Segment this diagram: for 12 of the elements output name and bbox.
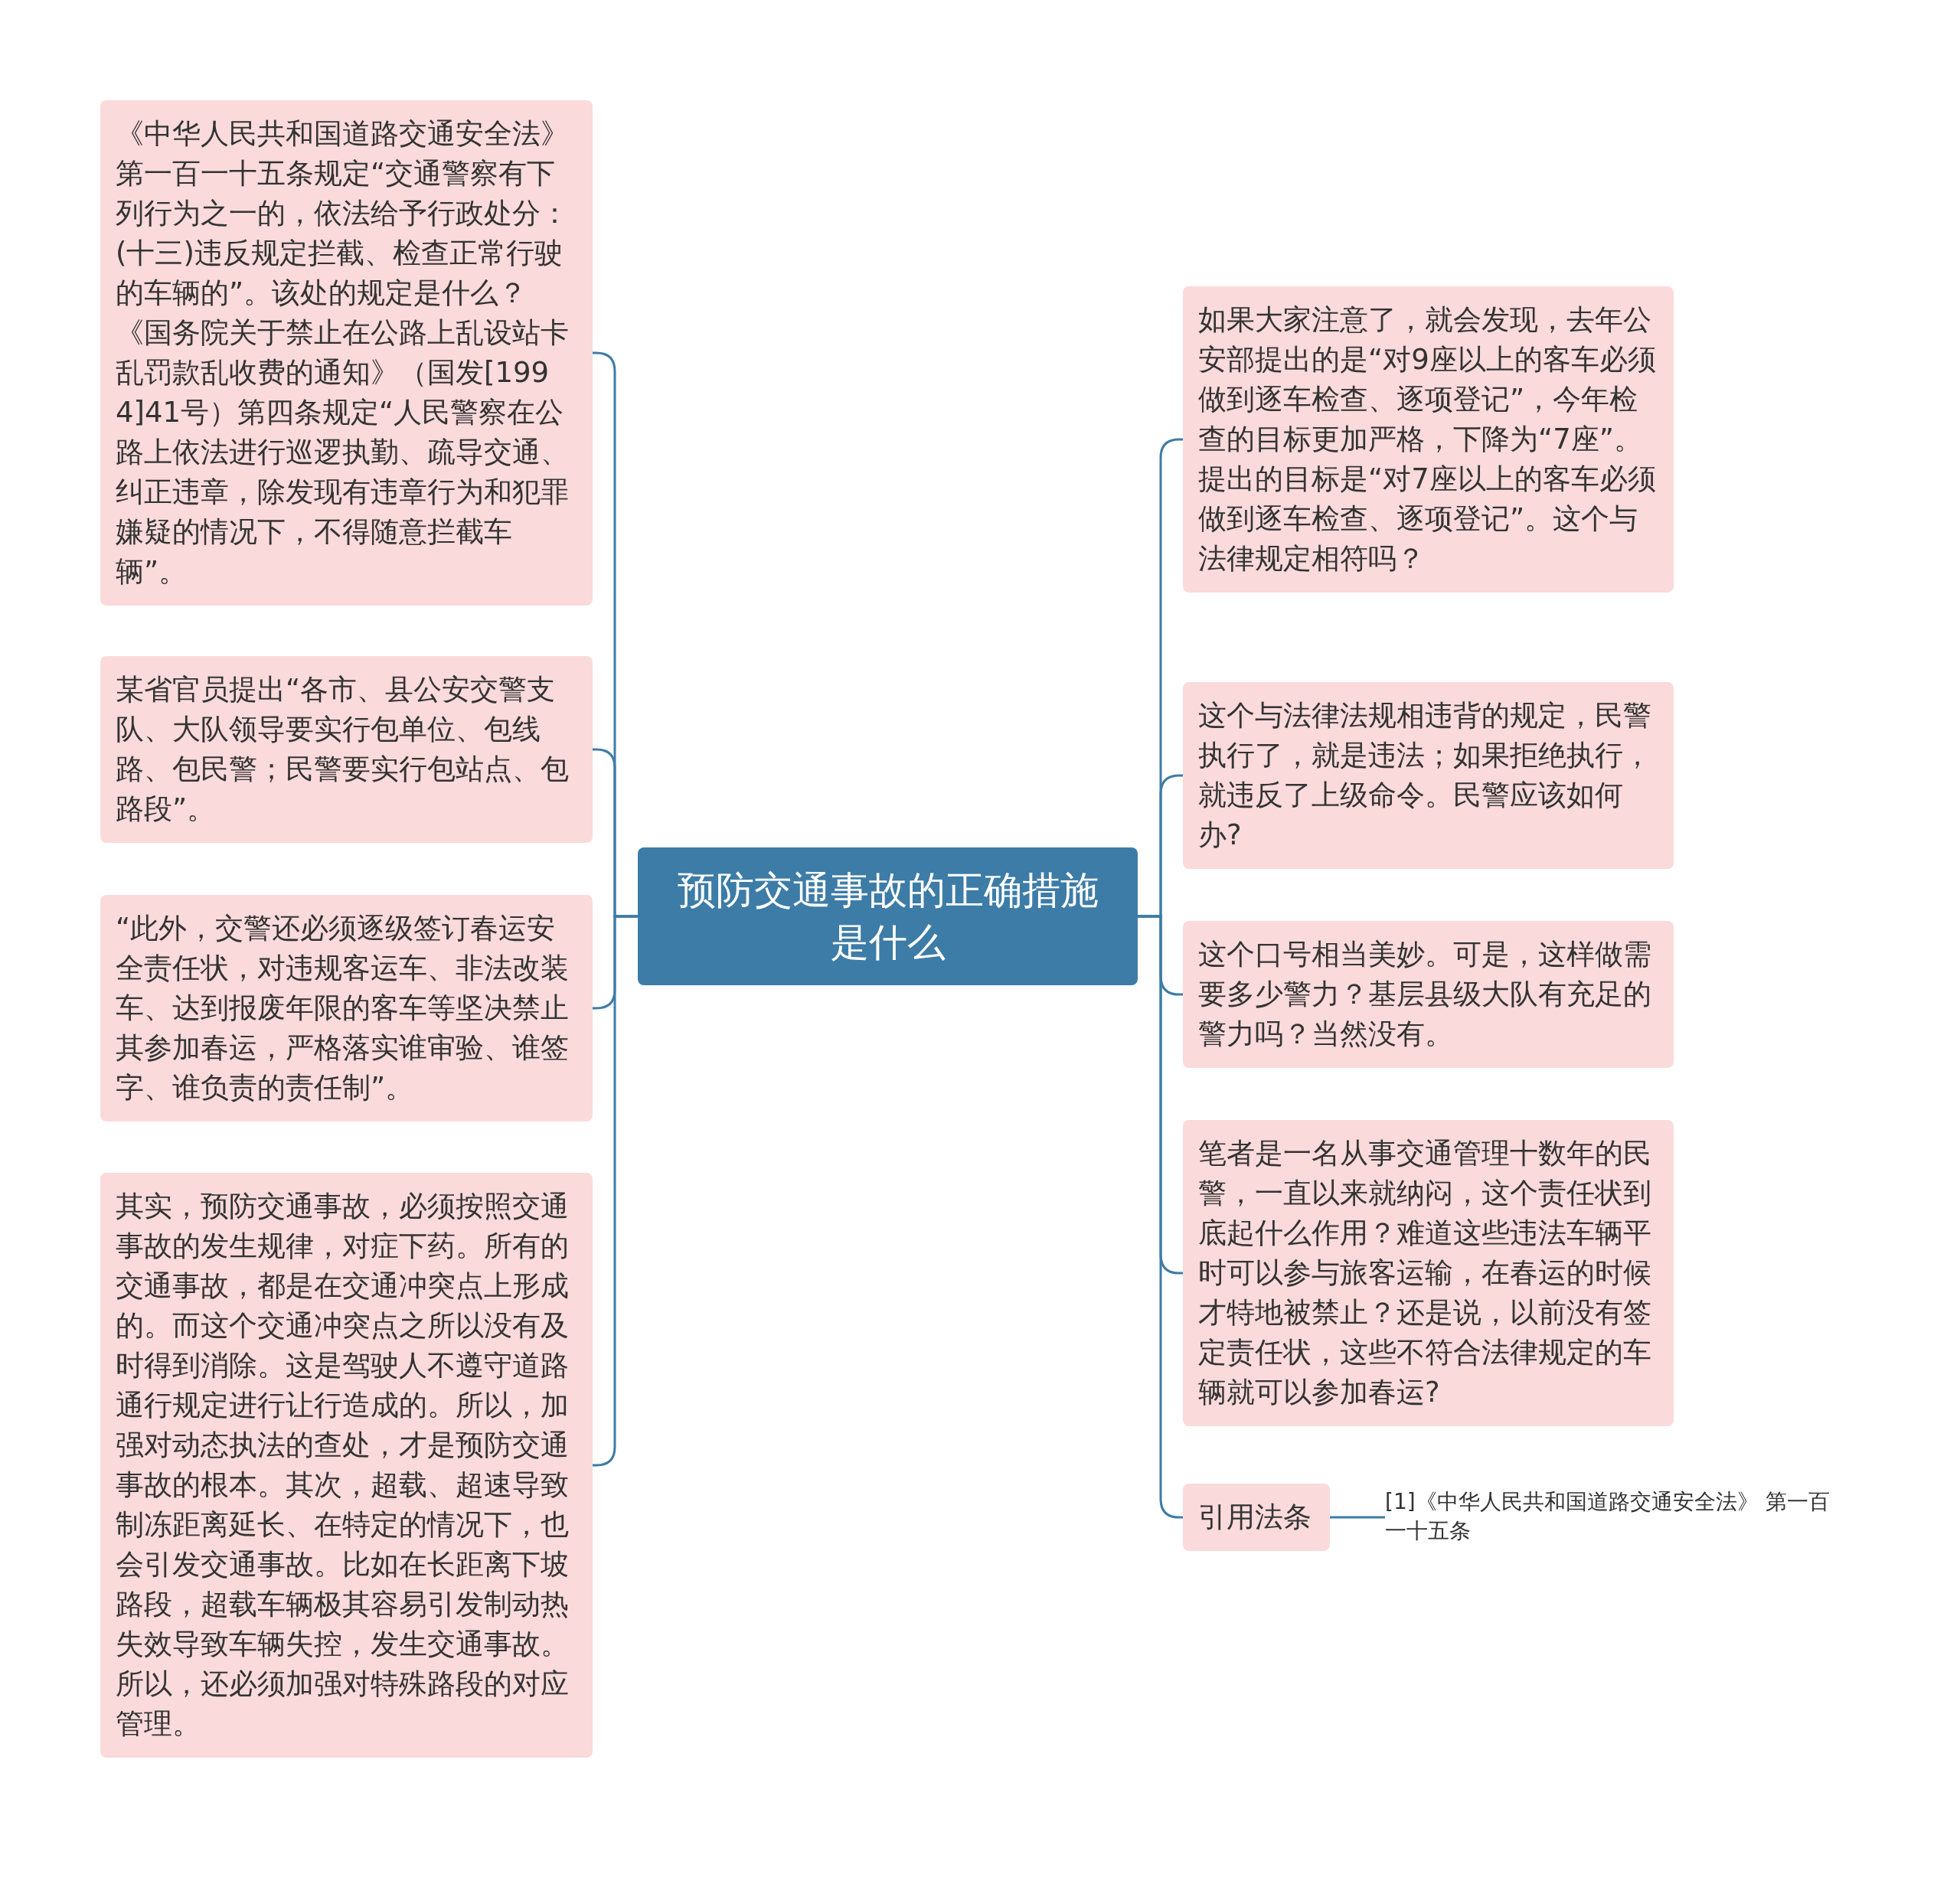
topic-box: 引用法条 <box>1183 1484 1330 1551</box>
topic-box: 某省官员提出“各市、县公安交警支队、大队领导要实行包单位、包线路、包民警；民警要实行包站点、包路段”。 <box>100 656 593 843</box>
topic-box: 如果大家注意了，就会发现，去年公安部提出的是“对9座以上的客车必须做到逐车检查、逐项登记”，今年检查的目标更加严格，下降为“7座”。提出的目标是“对7座以上的客车必须做到逐车检查、逐项登记”。这个与法律规定相符吗？ <box>1183 286 1674 593</box>
topic-box: 笔者是一名从事交通管理十数年的民警，一直以来就纳闷，这个责任状到底起什么作用？难道这些违法车辆平时可以参与旅客运输，在春运的时候才特地被禁止？还是说，以前没有签定责任状，这些不符合法律规定的车辆就可以参加春运? <box>1183 1120 1674 1426</box>
topic-box: 《中华人民共和国道路交通安全法》第一百一十五条规定“交通警察有下列行为之一的，依法给予行政处分：(十三)违反规定拦截、检查正常行驶的车辆的”。该处的规定是什么？《国务院关于禁止在公路上乱设站卡乱罚款乱收费的通知》（国发[1994]41号）第四条规定“人民警察在公路上依法进行巡逻执勤、疏导交通、纠正违章，除发现有违章行为和犯罪嫌疑的情况下，不得随意拦截车辆”。 <box>100 100 593 606</box>
connector-line <box>1330 1516 1385 1519</box>
note-text: [1]《中华人民共和国道路交通安全法》 第一百一十五条 <box>1385 1487 1844 1546</box>
topic-box: 这个口号相当美妙。可是，这样做需要多少警力？基层县级大队有充足的警力吗？当然没有。 <box>1183 921 1674 1068</box>
topic-box: “此外，交警还必须逐级签订春运安全责任状，对违规客运车、非法改装车、达到报废年限的客车等坚决禁止其参加春运，严格落实谁审验、谁签字、谁负责的责任制”。 <box>100 895 593 1122</box>
topic-box: 其实，预防交通事故，必须按照交通事故的发生规律，对症下药。所有的交通事故，都是在交通冲突点上形成的。而这个交通冲突点之所以没有及时得到消除。这是驾驶人不遵守道路通行规定进行让行造成的。所以，加强对动态执法的查处，才是预防交通事故的根本。其次，超载、超速导致制冻距离延长、在特定的情况下，也会引发交通事故。比如在长距离下坡路段，超载车辆极其容易引发制动热失效导致车辆失控，发生交通事故。所以，还必须加强对特殊路段的对应管理。 <box>100 1173 593 1758</box>
central-topic-box: 预防交通事故的正确措施是什么 <box>638 847 1138 985</box>
topic-box: 这个与法律法规相违背的规定，民警执行了，就是违法；如果拒绝执行，就违反了上级命令。民警应该如何办? <box>1183 682 1674 869</box>
